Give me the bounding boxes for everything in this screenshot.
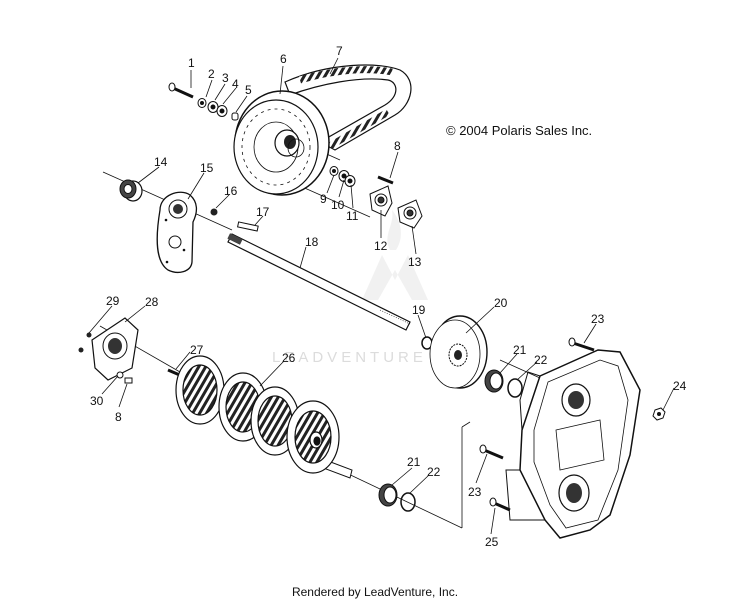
- drive-shaft-assembly: [175, 355, 353, 479]
- chaincase-housing: [505, 349, 641, 539]
- callout-21-upper: 21: [513, 343, 527, 357]
- nut: [210, 208, 218, 216]
- callout-5: 5: [245, 83, 252, 97]
- bolt-and-washers: [168, 82, 239, 121]
- callout-13: 13: [408, 255, 422, 269]
- callout-labels: 1 2 3 4 5 6 7 8 9 10 11 12 13 14 15 16 1…: [90, 44, 687, 549]
- callout-19: 19: [412, 303, 426, 317]
- callout-1: 1: [188, 56, 195, 70]
- callout-8-lower: 8: [115, 410, 122, 424]
- callout-24: 24: [673, 379, 687, 393]
- callout-7: 7: [336, 44, 343, 58]
- callout-18: 18: [305, 235, 319, 249]
- leader-lines: [88, 57, 675, 535]
- callout-11: 11: [346, 209, 359, 223]
- callout-23-lower: 23: [468, 485, 482, 499]
- washers-and-bushings: [329, 166, 423, 229]
- callout-29: 29: [106, 294, 120, 308]
- callout-2: 2: [208, 67, 215, 81]
- copyright-text: © 2004 Polaris Sales Inc.: [446, 123, 593, 138]
- bearing-and-seal-upper: [484, 369, 523, 398]
- callout-3: 3: [222, 71, 229, 85]
- callout-10: 10: [331, 198, 345, 212]
- bearing-cup: [78, 317, 139, 384]
- brake-disc: [429, 315, 488, 389]
- callout-25: 25: [485, 535, 499, 549]
- bearing-plate: [156, 191, 198, 273]
- callout-6: 6: [280, 52, 287, 66]
- housing-bolts: [479, 337, 666, 512]
- callout-12: 12: [374, 239, 388, 253]
- callout-15: 15: [200, 161, 214, 175]
- callout-21-lower: 21: [407, 455, 421, 469]
- callout-9: 9: [320, 192, 327, 206]
- watermark-text: LEADVENTURE: [272, 349, 427, 366]
- callout-4: 4: [232, 77, 239, 91]
- callout-28: 28: [145, 295, 159, 309]
- key: [237, 221, 259, 232]
- callout-17: 17: [256, 205, 270, 219]
- callout-8: 8: [394, 139, 401, 153]
- driven-clutch: [233, 90, 330, 196]
- callout-30: 30: [90, 394, 104, 408]
- callout-20: 20: [494, 296, 508, 310]
- jackshaft: [227, 233, 411, 331]
- callout-22-lower: 22: [427, 465, 441, 479]
- callout-26: 26: [282, 351, 296, 365]
- footer-credit: Rendered by LeadVenture, Inc.: [291, 585, 459, 599]
- callout-23-upper: 23: [591, 312, 605, 326]
- callout-22-upper: 22: [534, 353, 548, 367]
- bearing-and-seal-lower: [378, 483, 416, 512]
- callout-16: 16: [224, 184, 238, 198]
- callout-14: 14: [154, 155, 168, 169]
- callout-27: 27: [190, 343, 204, 357]
- bearing: [119, 179, 143, 202]
- watermark-logo: [362, 210, 428, 300]
